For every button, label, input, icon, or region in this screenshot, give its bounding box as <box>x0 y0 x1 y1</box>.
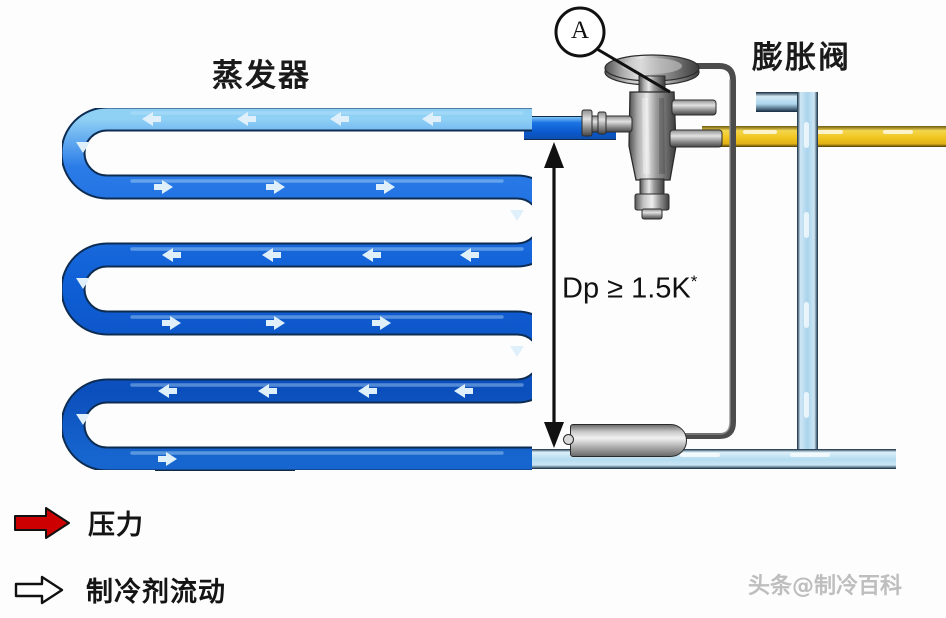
expansion-valve-title: 膨胀阀 <box>752 40 851 76</box>
liquid-line-pipe <box>735 126 946 147</box>
flow-arrow-tail <box>373 252 381 258</box>
legend-item-refrigerant-flow: 制冷剂流动 <box>14 570 226 609</box>
sensing-bulb-cap <box>563 434 574 445</box>
flow-arrow-tail <box>372 320 380 326</box>
flow-arrow-tail <box>273 252 281 258</box>
flow-arrow-tail <box>471 252 479 258</box>
flow-arrow-tail <box>173 252 181 258</box>
dp-footnote-marker: * <box>690 272 698 291</box>
flow-arrow-tail <box>433 116 441 122</box>
red-arrow-icon <box>14 506 70 539</box>
flow-arrow-tail <box>266 184 274 190</box>
callout-a <box>554 6 671 94</box>
flow-arrow-tail <box>169 388 177 394</box>
callout-a-letter: A <box>570 17 590 44</box>
flow-arrow-tail <box>162 320 170 326</box>
legend-label-refrigerant-flow: 制冷剂流动 <box>86 577 226 608</box>
sensing-bulb <box>570 424 687 457</box>
flow-arrow-tail <box>154 184 162 190</box>
dp-value: Dp ≥ 1.5K <box>562 272 691 305</box>
flow-arrow-tail <box>369 388 377 394</box>
dp-dimension-arrow <box>544 142 564 448</box>
evaporator-coil <box>62 108 532 470</box>
legend-label-pressure: 压力 <box>88 510 144 541</box>
flow-arrow-tail <box>266 320 274 326</box>
evaporator-title: 蒸发器 <box>212 58 311 94</box>
hollow-arrow-icon <box>14 575 64 604</box>
watermark: 头条@制冷百科 <box>748 574 903 599</box>
legend-item-pressure: 压力 <box>14 503 144 542</box>
equalizer-line-vertical <box>797 92 818 464</box>
flow-arrow-tail <box>376 184 384 190</box>
flow-arrow-tail <box>248 116 256 122</box>
expansion-valve-body <box>581 54 723 220</box>
flow-arrow-tail <box>341 116 349 122</box>
flow-arrow-tail <box>269 388 277 394</box>
flow-arrow-tail <box>158 456 166 462</box>
flow-arrow-tail <box>465 388 473 394</box>
dp-annotation-text: Dp ≥ 1.5K* <box>562 272 697 306</box>
flow-arrow-tail <box>153 116 161 122</box>
